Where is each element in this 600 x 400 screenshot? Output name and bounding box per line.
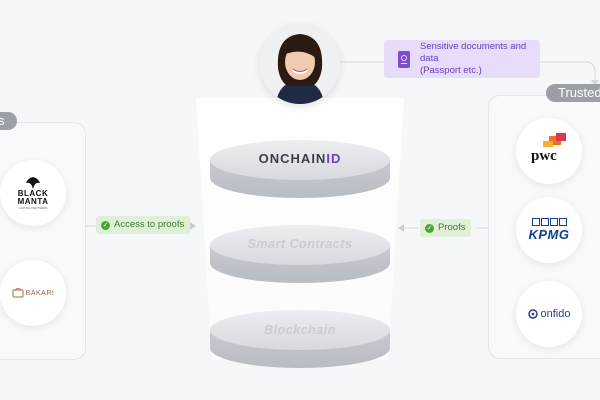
passport-icon	[398, 50, 410, 68]
sensitive-documents-box: Sensitive documents and data (Passport e…	[384, 40, 540, 78]
check-icon: ✓	[425, 223, 434, 233]
kpmg-wordmark: KPMG	[528, 227, 570, 242]
onchainid-prefix: ONCHAIN	[258, 151, 327, 166]
person-photo-icon	[260, 24, 340, 104]
person-avatar	[260, 24, 340, 104]
access-to-proofs-badge: ✓ Access to proofs	[96, 216, 191, 234]
black-manta-subtitle: CAPITAL PARTNERS	[18, 205, 48, 210]
pwc-wordmark: pwc	[531, 148, 557, 164]
smart-contracts-disk	[210, 225, 390, 283]
black-manta-logo: BLACK MANTA CAPITAL PARTNERS	[0, 160, 66, 226]
onfido-wordmark: onfido	[540, 308, 571, 320]
onchainid-disk	[210, 140, 390, 198]
proofs-badge: ✓ Proofs	[420, 219, 472, 237]
issuers-panel-tag: s	[0, 112, 17, 130]
trusted-entities-tag: Trusted E	[546, 84, 600, 102]
black-manta-line1: BLACK	[17, 188, 49, 198]
check-icon: ✓	[101, 220, 110, 230]
access-to-proofs-label: Access to proofs	[114, 219, 185, 230]
onchainid-suffix: ID	[326, 151, 342, 166]
onchainid-label: ONCHAINID	[210, 151, 390, 166]
bakari-logo: BAKARI	[0, 260, 66, 326]
bakari-wordmark: BAKARI	[25, 289, 55, 297]
kpmg-logo: KPMG	[516, 197, 582, 263]
black-manta-line2: MANTA	[17, 196, 49, 206]
manta-ray-icon	[25, 176, 40, 189]
blockchain-label: Blockchain	[264, 323, 336, 337]
sensitive-documents-text: Sensitive documents and data	[420, 41, 527, 64]
onfido-mark-icon	[527, 309, 538, 319]
sensitive-documents-subtext: (Passport etc.)	[420, 65, 482, 76]
onfido-logo: onfido	[516, 281, 582, 347]
blockchain-disk	[210, 310, 390, 368]
smart-contracts-label: Smart Contracts	[247, 237, 353, 251]
pwc-logo: pwc	[516, 118, 582, 184]
bakari-mark-icon	[12, 288, 24, 298]
proofs-label: Proofs	[438, 222, 466, 233]
